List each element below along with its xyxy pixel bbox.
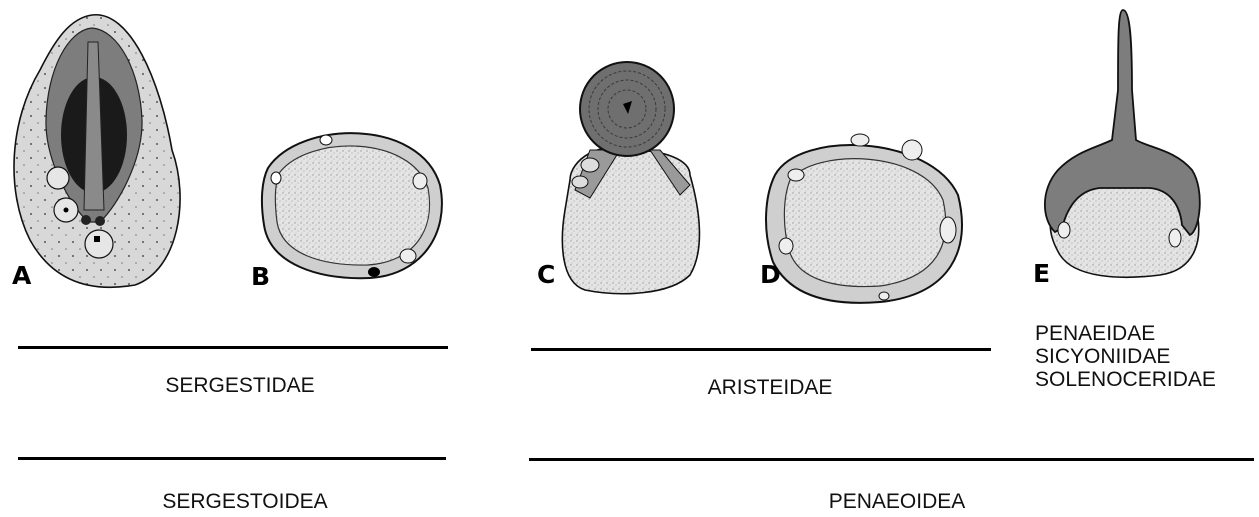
- label-sergestoidea: SERGESTOIDEA: [150, 491, 340, 512]
- sergestoidea-rule: [18, 457, 446, 460]
- label-aristeidae: ARISTEIDAE: [700, 377, 840, 398]
- label-solenoceridae: SOLENOCERIDAE: [1035, 368, 1216, 391]
- label-sergestidae: SERGESTIDAE: [160, 375, 320, 396]
- penaeoidea-rule: [529, 458, 1254, 461]
- panel-d-drawing: [766, 134, 962, 303]
- label-sicyoniidae: SICYONIIDAE: [1035, 345, 1216, 368]
- panel-a-drawing: [14, 15, 180, 288]
- aristeidae-rule: [531, 348, 991, 351]
- panel-b-drawing: [262, 133, 442, 278]
- panel-e-drawing: [1045, 10, 1200, 277]
- panel-c-drawing: [562, 62, 699, 294]
- panel-label-d: D: [760, 262, 781, 287]
- panel-label-a: A: [12, 263, 31, 288]
- label-penaeidae: PENAEIDAE: [1035, 322, 1216, 345]
- label-penaeoidea: PENAEOIDEA: [812, 491, 982, 512]
- sergestidae-rule: [18, 346, 448, 349]
- panel-label-b: B: [251, 264, 270, 289]
- panel-label-e: E: [1033, 261, 1050, 286]
- panel-label-c: C: [537, 262, 555, 287]
- label-right-families: PENAEIDAE SICYONIIDAE SOLENOCERIDAE: [1035, 322, 1216, 391]
